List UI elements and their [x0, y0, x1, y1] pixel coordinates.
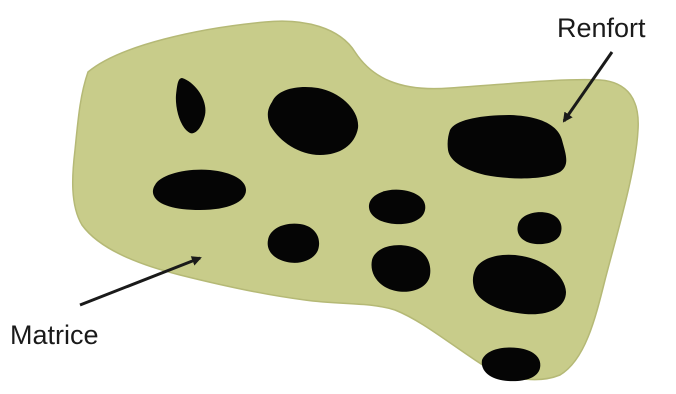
particle [518, 212, 562, 244]
particle [482, 348, 541, 382]
matrix-label: Matrice [10, 320, 99, 350]
particle [369, 190, 425, 224]
matrix-arrow [80, 258, 200, 305]
reinforcement-label: Renfort [557, 13, 646, 43]
particle [268, 224, 319, 263]
